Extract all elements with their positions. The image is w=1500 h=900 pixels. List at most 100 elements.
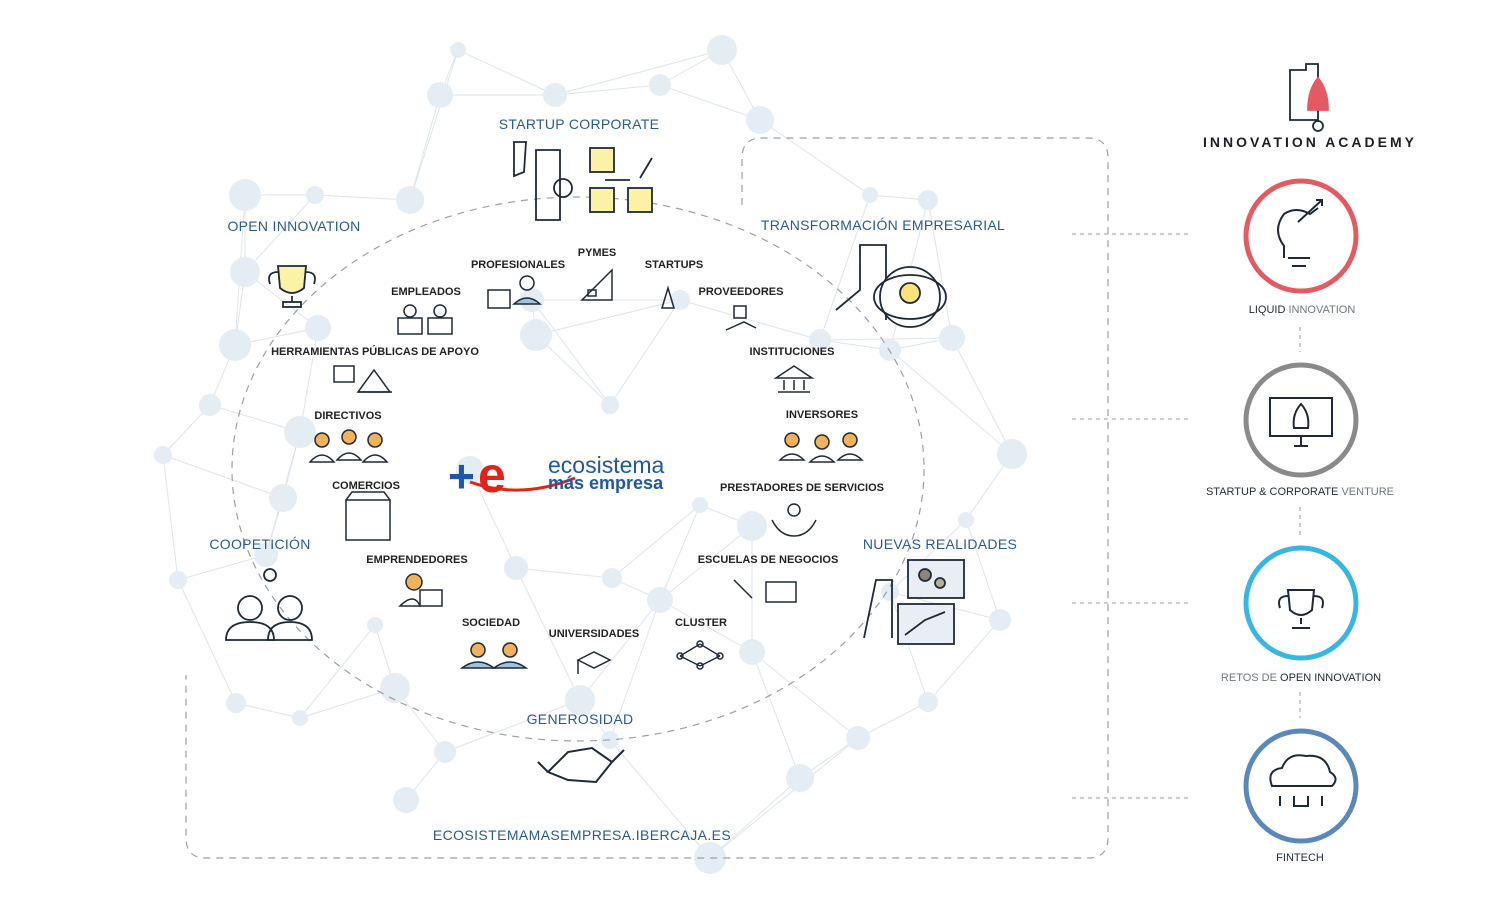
network-node (305, 315, 331, 341)
program-startup-venture[interactable]: STARTUP & CORPORATE VENTURE (1206, 486, 1394, 498)
node-herramientas: HERRAMIENTAS PÚBLICAS DE APOYO (271, 346, 479, 358)
dashed-frame (185, 137, 1109, 859)
network-node (254, 543, 278, 567)
network-node (169, 571, 187, 589)
network-node (284, 416, 316, 448)
network-node (396, 186, 424, 214)
network-node (269, 484, 297, 512)
lightbulb-arrows-icon (1277, 199, 1323, 267)
transformacion-icon (835, 244, 947, 328)
network-node (918, 692, 938, 712)
node-startups: STARTUPS (644, 259, 704, 271)
network-node (229, 179, 261, 211)
section-generosidad: GENEROSIDAD (526, 711, 634, 727)
section-transformacion: TRANSFORMACIÓN EMPRESARIAL (760, 217, 1006, 233)
node-emprendedores: EMPRENDEDORES (366, 554, 468, 566)
program-fintech[interactable]: FINTECH (1276, 852, 1324, 864)
node-prestadores: PRESTADORES DE SERVICIOS (719, 482, 885, 494)
program-liquid-innovation[interactable]: LIQUID INNOVATION (1249, 304, 1356, 316)
network-node (739, 639, 765, 665)
network-node (958, 512, 974, 528)
dashed-ring (231, 196, 925, 742)
network-node (670, 290, 690, 310)
network-node (601, 731, 619, 749)
network-node (154, 446, 172, 464)
network-node (602, 568, 622, 588)
network-node (707, 35, 737, 65)
program-retos-open-innovation[interactable]: RETOS DE OPEN INNOVATION (1221, 672, 1381, 684)
svg-text:+: + (448, 450, 475, 502)
network-node (881, 583, 899, 601)
site-url[interactable]: ECOSISTEMAMASEMPRESA.IBERCAJA.ES (432, 827, 732, 843)
coopeticion-people-icon (225, 568, 313, 641)
program-startup-light: VENTURE (1338, 486, 1395, 498)
network-node (809, 329, 831, 351)
network-node (879, 339, 901, 361)
node-sociedad: SOCIEDAD (461, 617, 521, 629)
network-node (737, 511, 767, 541)
node-instituciones: INSTITUCIONES (749, 346, 835, 358)
network-node (226, 693, 246, 713)
section-startup-corporate: STARTUP CORPORATE (498, 116, 660, 132)
innovation-academy-title: INNOVATION ACADEMY (1203, 134, 1417, 150)
innovation-academy-logo (1289, 63, 1329, 132)
network-node (649, 74, 671, 96)
network-node (292, 710, 308, 726)
program-connectors (1072, 233, 1301, 799)
network-node (520, 319, 552, 351)
program-liquid-light: INNOVATION (1285, 304, 1356, 316)
network-node (393, 787, 419, 813)
startup-venture-circle (1243, 362, 1359, 478)
network-node (380, 673, 410, 703)
network-node (367, 617, 383, 633)
svg-text:e: e (478, 447, 506, 503)
cloud-circuit-icon (1269, 754, 1337, 807)
program-retos-strong: OPEN INNOVATION (1280, 672, 1382, 684)
logo-line-2: más empresa (548, 473, 664, 493)
network-node (450, 42, 466, 58)
liquid-innovation-circle (1243, 178, 1359, 294)
fintech-circle (1243, 728, 1359, 844)
network-node (997, 439, 1027, 469)
network-node (786, 764, 814, 792)
generosidad-handshake-icon (537, 746, 625, 784)
node-directivos: DIRECTIVOS (314, 410, 382, 422)
network-node (647, 587, 673, 613)
node-universidades: UNIVERSIDADES (548, 628, 640, 640)
logo-line-1: ecosistema (548, 452, 665, 478)
network-node (427, 82, 453, 108)
node-empleados: EMPLEADOS (391, 286, 461, 298)
network-node (918, 190, 938, 210)
node-inversores: INVERSORES (785, 409, 859, 421)
network-node (692, 497, 708, 513)
node-comercios: COMERCIOS (332, 480, 400, 492)
retos-open-innovation-circle (1243, 545, 1359, 661)
program-icons (1269, 199, 1337, 807)
network-node (199, 394, 221, 416)
program-fintech-strong: FINTECH (1276, 852, 1324, 864)
network-node (434, 741, 456, 763)
node-escuelas: ESCUELAS DE NEGOCIOS (697, 554, 839, 566)
trophy-icon (1278, 589, 1324, 629)
network-node (504, 556, 528, 580)
open-innovation-trophy-icon (268, 265, 316, 308)
network-node (456, 456, 484, 484)
node-pymes: PYMES (577, 247, 617, 259)
startup-corporate-icon (513, 141, 653, 221)
network-node (219, 329, 251, 361)
program-liquid-strong: LIQUID (1248, 304, 1286, 316)
node-profesionales: PROFESIONALES (470, 259, 566, 271)
network-node (601, 396, 619, 414)
network-nodes (154, 35, 1027, 874)
section-open-innovation: OPEN INNOVATION (227, 218, 361, 234)
network-node (989, 609, 1011, 631)
section-nuevas-realidades: NUEVAS REALIDADES (862, 536, 1018, 552)
logo-mark: + e (448, 447, 576, 503)
network-node (543, 83, 567, 107)
nuevas-realidades-icon (863, 559, 965, 645)
program-retos-light: RETOS DE (1220, 672, 1281, 684)
network-node (846, 726, 870, 750)
section-coopeticion: COOPETICIÓN (209, 536, 311, 552)
network-node (306, 186, 324, 204)
network-node (862, 187, 878, 203)
